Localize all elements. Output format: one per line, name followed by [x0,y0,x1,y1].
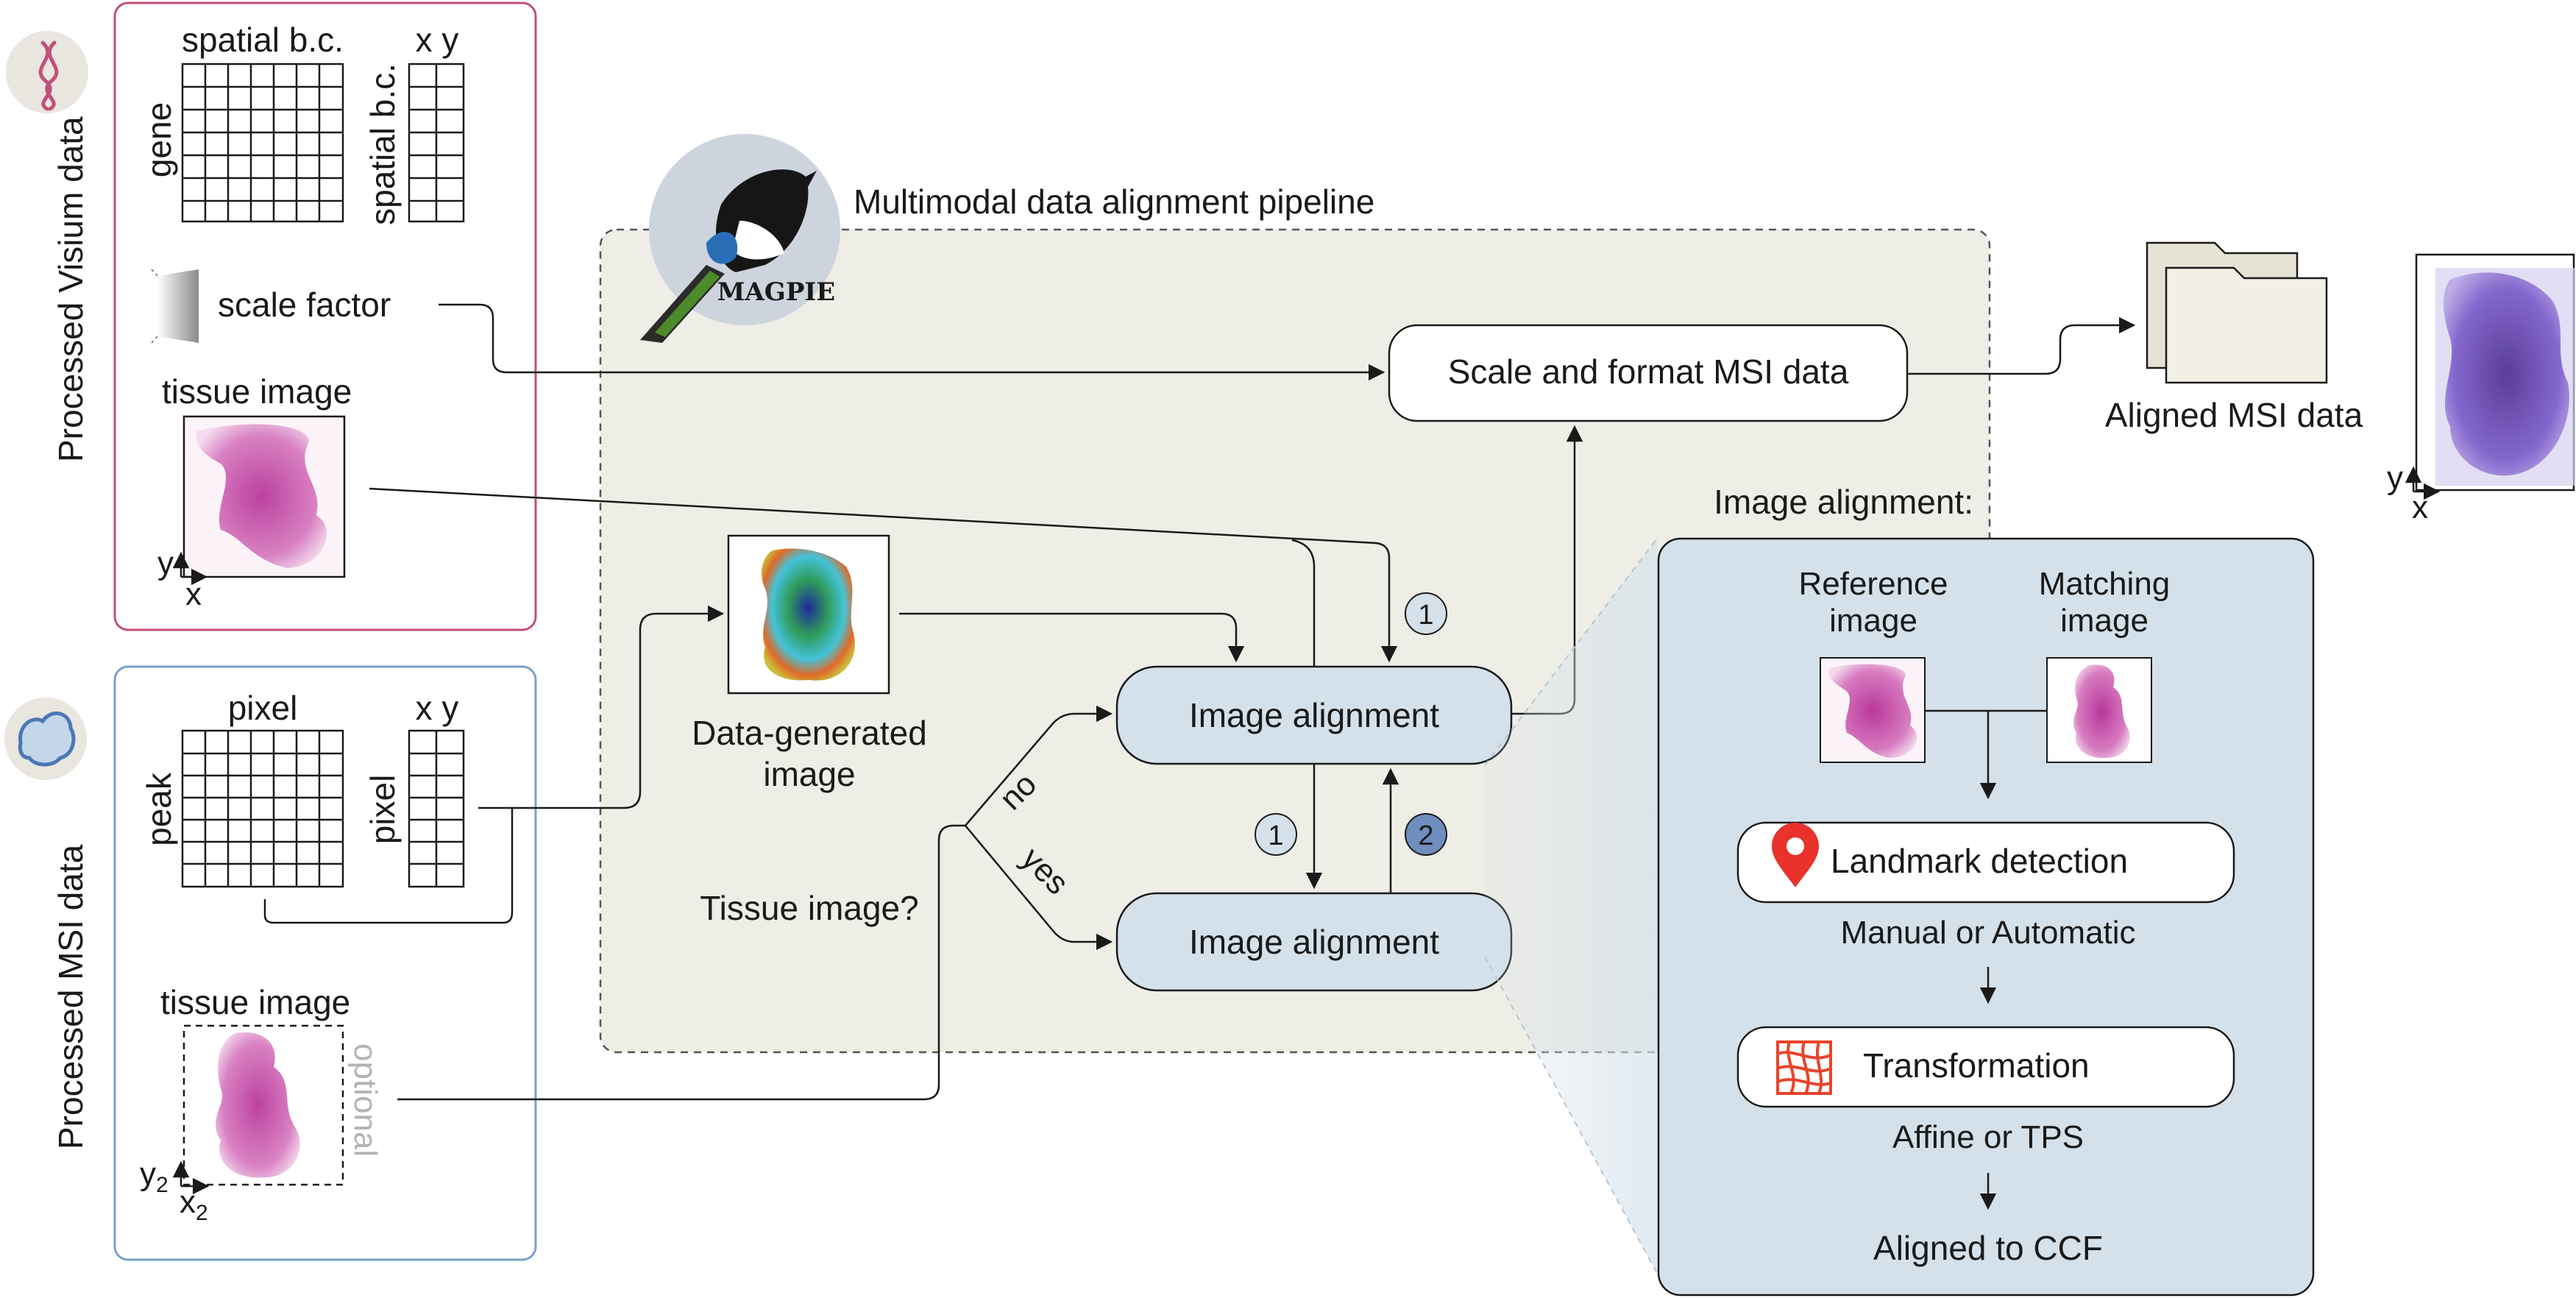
msi-matrix2 [408,729,465,888]
output-folder-icon [2146,241,2328,384]
msi-matrix1 [181,729,344,888]
visium-tissue-label: tissue image [162,372,352,411]
output-aligned-image [2415,253,2575,492]
visium-tissue-image [182,415,346,578]
aligned-ccf-label: Aligned to CCF [1873,1229,2103,1267]
zoom-wedge [1484,538,1658,1274]
output-axis-y: y [2387,460,2403,496]
alignment-detail-panel: Image alignment: Reference image Matchin… [1657,483,2315,1297]
svg-text:1: 1 [1418,600,1433,631]
scale-factor-label: scale factor [218,286,391,324]
landmark-detection-box [1736,821,2235,904]
step-badge-2: 2 [1405,813,1447,856]
msi-matrix2-side: pixel [363,775,402,845]
warp-grid-icon [1776,1040,1832,1095]
transformation-sub-label: Affine or TPS [1892,1119,2084,1155]
output-axis [2405,466,2441,500]
location-pin-icon [1772,823,1819,887]
connectors [263,303,2136,1101]
msi-side-label: Processed MSI data [52,844,90,1149]
msi-axis-x: x2 [180,1184,208,1225]
pipeline-title: Multimodal data alignment pipeline [854,182,1374,221]
msi-icon [18,712,76,767]
visium-axis [172,551,208,586]
output-axis-x: x [2412,489,2428,525]
visium-axis-x: x [185,576,202,612]
step-badge-1-top: 1 [1405,592,1447,635]
msi-panel: Processed MSI data pixel peak x y pixel … [4,665,537,1261]
dna-icon-bg [6,31,88,113]
dna-icon [38,40,59,111]
data-generated-label-2: image [763,755,855,793]
svg-text:2: 2 [1418,820,1433,851]
msi-axis-y: y2 [140,1156,168,1197]
tissue-image-question: Tissue image? [700,889,918,927]
visium-axis-y: y [157,545,174,581]
msi-optional-label: optional [347,1043,383,1157]
visium-side-label: Processed Visium data [52,116,90,462]
matching-label-1: Matching [2039,566,2171,602]
msi-tissue-label: tissue image [160,983,350,1021]
image-alignment-bottom-label: Image alignment [1189,923,1439,961]
msi-axis [172,1160,210,1195]
transformation-label: Transformation [1863,1046,2090,1085]
msi-panel-border [113,665,537,1261]
visium-matrix1-side: gene [140,102,178,177]
landmark-sub-label: Manual or Automatic [1840,915,2135,951]
visium-matrix2-top: x y [416,21,459,59]
visium-matrix1-top: spatial b.c. [182,21,344,59]
matching-image [2046,657,2152,763]
magpie-logo: MAGPIE [640,134,840,343]
msi-matrix1-side: peak [140,772,178,846]
magpie-logo-text: MAGPIE [717,277,835,307]
detail-connectors [1925,709,2047,1210]
msi-tissue-image [182,1024,344,1186]
scale-factor-icon [151,269,199,344]
visium-matrix2 [408,63,465,223]
image-alignment-top-label: Image alignment [1189,696,1439,734]
transformation-box [1736,1026,2235,1108]
data-generated-image [727,534,890,695]
visium-matrix1 [181,63,344,223]
step-badge-1-middle: 1 [1255,813,1297,856]
reference-image [1820,657,1926,763]
data-generated-label-1: Data-generated [692,714,927,752]
msi-matrix2-top: x y [416,689,459,727]
scale-format-label: Scale and format MSI data [1448,352,1849,391]
visium-panel-border [113,1,537,631]
landmark-detection-label: Landmark detection [1831,842,2128,880]
aligned-msi-label: Aligned MSI data [2105,396,2363,434]
visium-panel: Processed Visium data spatial b.c. gene … [6,1,537,631]
reference-label-2: image [1829,603,1917,639]
matching-label-2: image [2060,603,2149,639]
reference-label-1: Reference [1798,566,1948,602]
detail-heading: Image alignment: [1714,483,1973,521]
msi-matrix1-top: pixel [228,689,298,727]
visium-matrix2-side: spatial b.c. [363,63,402,225]
svg-text:1: 1 [1268,820,1283,851]
